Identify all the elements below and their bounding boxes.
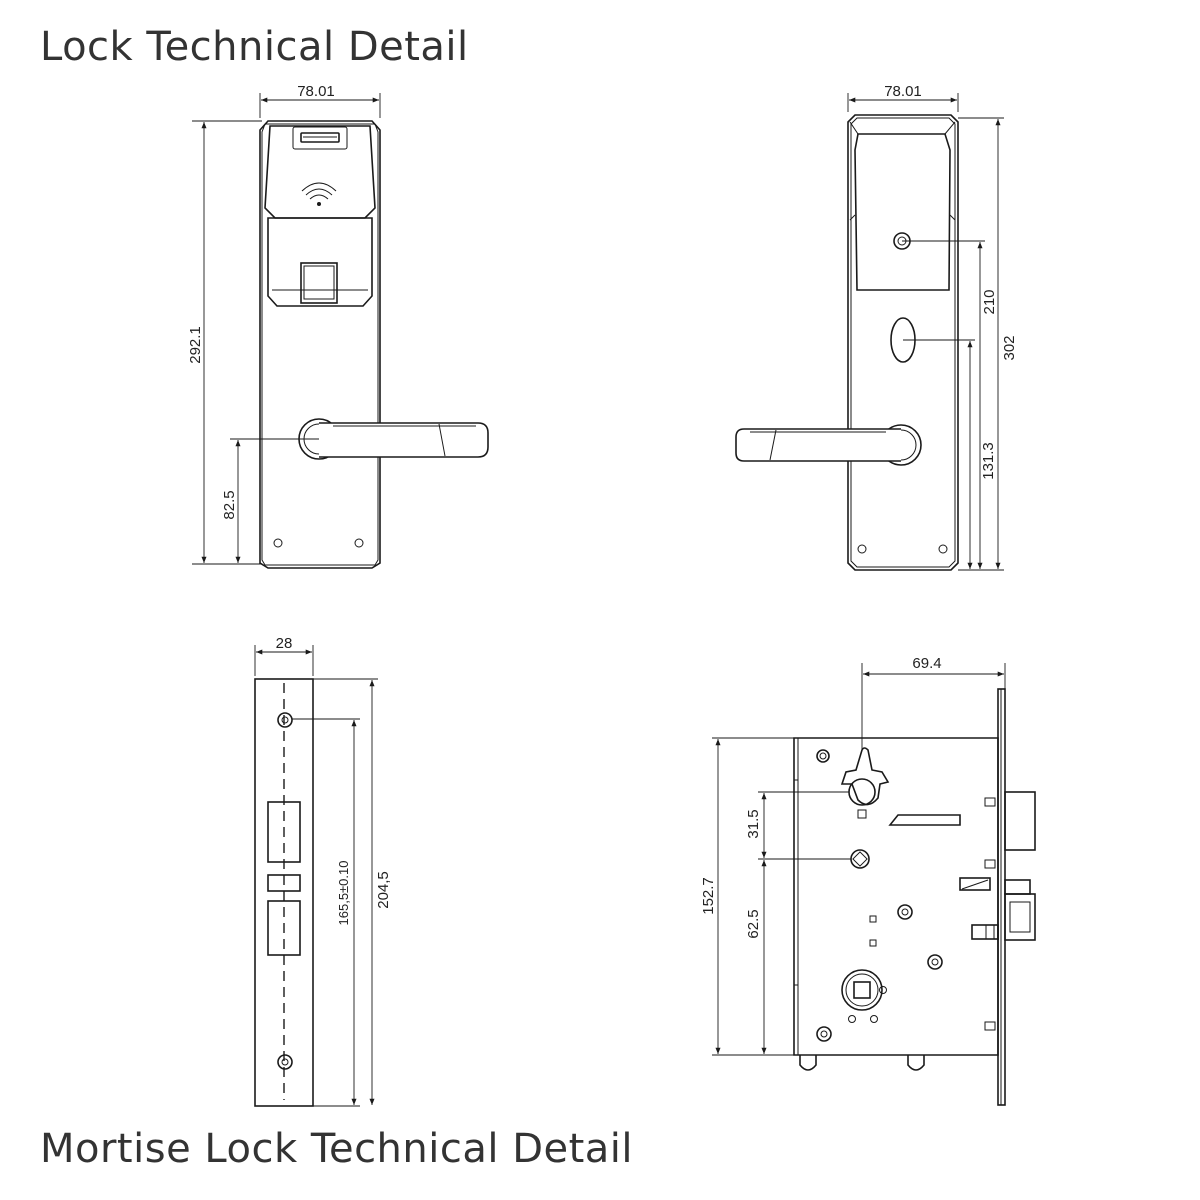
mortise-body-view: 69.4 152.7 31.5 62.5 bbox=[700, 655, 1036, 1106]
mortise-faceplate-view: 28 165,5±0.10 204,5 bbox=[254, 635, 392, 1107]
front-handle-height-label: 82.5 bbox=[221, 490, 238, 519]
front-lock-view: 78.01 292.1 82.5 bbox=[187, 83, 489, 569]
face-width-label: 28 bbox=[276, 635, 293, 652]
back-keyhole-height-label: 210 bbox=[981, 289, 998, 314]
body-height-label: 152.7 bbox=[700, 877, 717, 915]
face-height-label: 204,5 bbox=[375, 871, 392, 909]
wifi-icon bbox=[301, 182, 337, 206]
mortise-detail-title: Mortise Lock Technical Detail bbox=[40, 1126, 634, 1172]
body-spindle-offset-label: 62.5 bbox=[745, 909, 762, 938]
lock-detail-title: Lock Technical Detail bbox=[40, 24, 469, 70]
front-handle bbox=[298, 418, 489, 460]
back-handle-height-label: 131.3 bbox=[980, 442, 997, 480]
body-backset-label: 69.4 bbox=[912, 655, 941, 672]
face-hole-spacing-label: 165,5±0.10 bbox=[336, 861, 351, 926]
front-width-label: 78.01 bbox=[297, 83, 335, 100]
back-total-height-label: 302 bbox=[1001, 335, 1018, 360]
back-width-label: 78.01 bbox=[884, 83, 922, 100]
body-cylinder-offset-label: 31.5 bbox=[745, 809, 762, 838]
back-handle bbox=[735, 424, 922, 466]
front-height-label: 292.1 bbox=[187, 326, 204, 364]
back-lock-view: 78.01 302 210 131.3 bbox=[735, 83, 1018, 571]
